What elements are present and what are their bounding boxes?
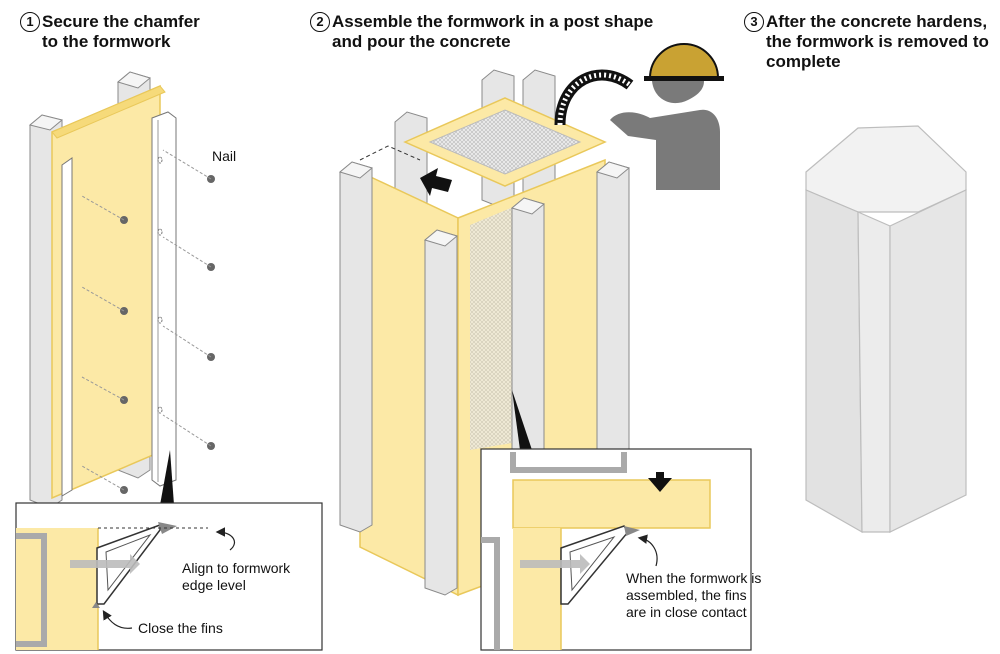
align-label: Align to formwork edge level <box>182 560 291 593</box>
assembly-arrow <box>420 168 452 196</box>
step1-number: 1 <box>20 12 40 32</box>
separate-chamfer-strip <box>151 111 177 487</box>
worker-icon <box>610 43 724 190</box>
close-contact-label: When the formwork is assembled, the fins… <box>626 570 762 620</box>
down-arrow-icon <box>648 472 672 492</box>
step2-number: 2 <box>310 12 330 32</box>
step1-formwork-panel <box>28 71 215 509</box>
chamfer-strip <box>61 157 73 497</box>
step3-number: 3 <box>744 12 764 32</box>
close-fins-label: Close the fins <box>138 620 223 636</box>
step2-formwork-column <box>338 69 631 597</box>
finished-concrete-column <box>805 125 967 534</box>
step1-detail-box <box>15 502 323 651</box>
nail-label: Nail <box>212 148 237 164</box>
loose-nails <box>162 149 215 450</box>
concrete-hose <box>554 69 634 126</box>
nail-icon <box>81 195 128 494</box>
step2-detail-box <box>480 448 752 651</box>
steel-pipe <box>338 161 631 596</box>
